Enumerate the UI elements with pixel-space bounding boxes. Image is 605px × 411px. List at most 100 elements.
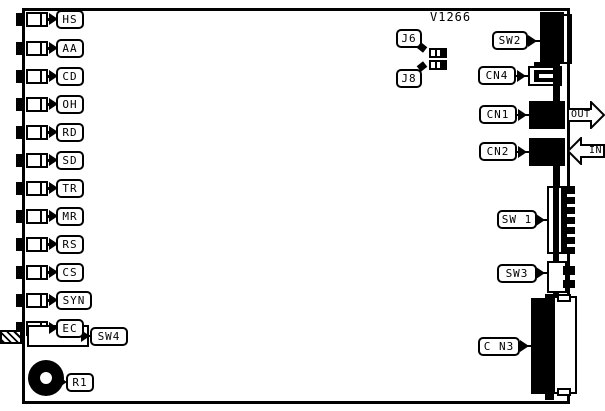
- sw1-slot-5[interactable]: [567, 234, 576, 237]
- label-rs: RS: [56, 235, 84, 254]
- cn1-body[interactable]: [529, 101, 565, 129]
- sw1-slot-1[interactable]: [567, 194, 576, 197]
- leader-tip-cs: [49, 266, 58, 278]
- led-body-syn: [26, 293, 48, 308]
- led-divider-mr: [40, 209, 42, 224]
- led-body-cd: [26, 69, 48, 84]
- led-divider-cs: [40, 265, 42, 280]
- leader-tip-syn: [49, 294, 58, 306]
- led-body-aa: [26, 41, 48, 56]
- label-cn3: C N3: [478, 337, 520, 356]
- sw3-pin1-marker: [549, 285, 554, 290]
- cn3-screw-bottom: [557, 388, 571, 396]
- cn2-body[interactable]: [529, 138, 565, 166]
- led-tab-hs: [16, 13, 23, 26]
- sw1-pin1-marker: [549, 247, 554, 252]
- label-hs: HS: [56, 10, 84, 29]
- led-body-sd: [26, 153, 48, 168]
- led-divider-sd: [40, 153, 42, 168]
- right-edge-trace-upper: [553, 60, 560, 106]
- sw1-slot-4[interactable]: [567, 224, 576, 227]
- leader-tip-aa: [49, 42, 58, 54]
- r1-leader-tip: [58, 376, 67, 388]
- in-port-label: IN: [589, 145, 603, 156]
- led-divider-rd: [40, 125, 42, 140]
- leader-tip-mr: [49, 210, 58, 222]
- led-tab-ec: [16, 322, 23, 335]
- r1-potentiometer-shaft: [40, 372, 52, 384]
- led-divider-cd: [40, 69, 42, 84]
- led-body-cs: [26, 265, 48, 280]
- sw3-contact-lower: [563, 280, 575, 288]
- label-cn2: CN2: [479, 142, 517, 161]
- sw1-slot-6[interactable]: [567, 244, 576, 247]
- led-tab-oh: [16, 98, 23, 111]
- sw3-leader-tip: [536, 267, 545, 279]
- cn4-inner-left: [534, 70, 539, 82]
- cn3-screw-top: [557, 294, 571, 302]
- cn2-leader-tip: [518, 146, 527, 158]
- out-port-arrow: OUT: [567, 101, 605, 129]
- led-divider-oh: [40, 97, 42, 112]
- label-cn1: CN1: [479, 105, 517, 124]
- led-body-tr: [26, 181, 48, 196]
- cn3-shell-outline: [553, 296, 577, 394]
- leader-tip-cd: [49, 70, 58, 82]
- sw1-slot-2[interactable]: [567, 204, 576, 207]
- label-sw1: SW 1: [497, 210, 537, 229]
- led-body-mr: [26, 209, 48, 224]
- led-body-rd: [26, 125, 48, 140]
- led-body-oh: [26, 97, 48, 112]
- cn3-mount-top: [545, 294, 554, 308]
- board-model-title: V1266: [430, 10, 472, 24]
- label-r1: R1: [66, 373, 94, 392]
- j8-jumper-cell-1: [431, 62, 435, 68]
- sw4-leader-tip: [81, 330, 90, 342]
- led-divider-hs: [40, 12, 42, 27]
- j8-jumper-cell-2: [437, 62, 440, 68]
- label-rd: RD: [56, 123, 84, 142]
- sw3-contact-upper: [563, 266, 575, 275]
- cn4-inner-bottom: [534, 78, 558, 82]
- leader-tip-oh: [49, 98, 58, 110]
- label-syn: SYN: [56, 291, 92, 310]
- right-edge-trace-lower: [553, 186, 559, 298]
- sw2-lower-pad: [534, 62, 554, 69]
- leader-tip-ec: [49, 322, 58, 334]
- leader-tip-hs: [49, 13, 58, 25]
- sw1-dip-strip: [561, 186, 575, 254]
- cn1-leader-tip: [518, 109, 527, 121]
- leader-tip-rs: [49, 238, 58, 250]
- led-tab-sd: [16, 154, 23, 167]
- led-divider-aa: [40, 41, 42, 56]
- sw4-hatch-tab: [0, 330, 22, 344]
- sw1-leader-tip: [536, 214, 545, 226]
- led-tab-cs: [16, 266, 23, 279]
- led-body-rs: [26, 237, 48, 252]
- label-sw3: SW3: [497, 264, 537, 283]
- leader-tip-sd: [49, 154, 58, 166]
- j6-jumper-cell-1: [431, 50, 435, 56]
- led-tab-syn: [16, 294, 23, 307]
- label-j6: J6: [396, 29, 422, 48]
- led-divider-rs: [40, 237, 42, 252]
- sw2-leader-tip: [528, 35, 537, 47]
- led-tab-tr: [16, 182, 23, 195]
- sw2-bracket: [560, 14, 572, 64]
- label-cd: CD: [56, 67, 84, 86]
- sw1-slot-3[interactable]: [567, 214, 576, 217]
- cn4-inner-top: [534, 70, 558, 74]
- sw2-body[interactable]: [540, 12, 564, 62]
- cn3-leader-tip: [520, 340, 529, 352]
- right-edge-trace-mid: [553, 166, 560, 188]
- led-divider-syn: [40, 293, 42, 308]
- label-aa: AA: [56, 39, 84, 58]
- label-oh: OH: [56, 95, 84, 114]
- leader-tip-tr: [49, 182, 58, 194]
- cn3-body[interactable]: [531, 302, 555, 394]
- led-tab-rd: [16, 126, 23, 139]
- led-tab-rs: [16, 238, 23, 251]
- led-tab-aa: [16, 42, 23, 55]
- led-tab-mr: [16, 210, 23, 223]
